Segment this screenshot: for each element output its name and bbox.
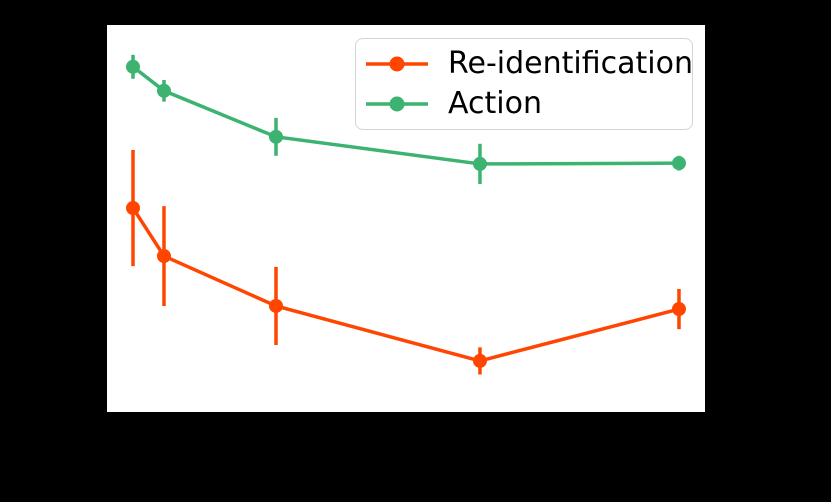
- legend-label-reidentification: Re-identification: [448, 46, 693, 81]
- chart-canvas: [126, 54, 686, 375]
- legend-entry-action: Action: [356, 84, 692, 124]
- line-marker-icon: [366, 96, 428, 112]
- legend: Re-identification Action: [355, 38, 693, 130]
- legend-label-action: Action: [448, 86, 542, 121]
- line-marker-icon: [366, 56, 428, 72]
- legend-entry-reidentification: Re-identification: [356, 44, 693, 84]
